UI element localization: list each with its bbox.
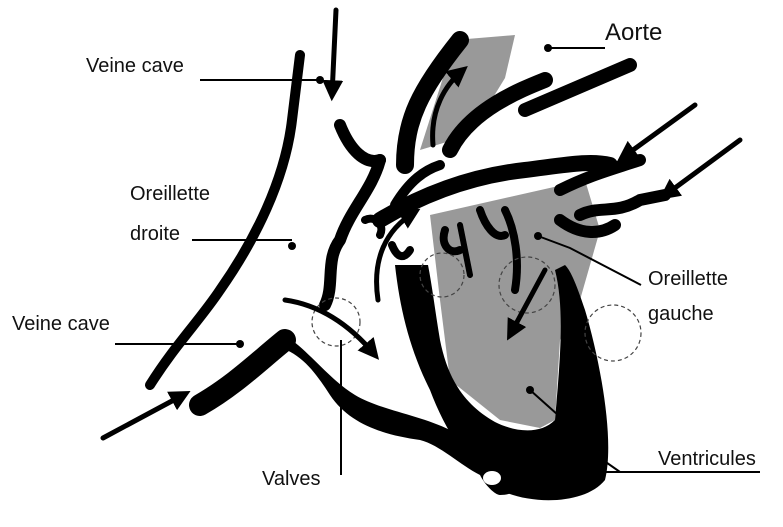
- arrow-vena-cava-top: [332, 10, 336, 95]
- label-ventricles: Ventricules: [658, 448, 756, 470]
- flow-arrows: [103, 10, 740, 438]
- arrow-pulmonary-vein-2: [664, 140, 740, 196]
- arrow-pulmonary-vein-1: [622, 105, 695, 158]
- label-valves: Valves: [262, 468, 321, 490]
- label-left-atrium-line1: Oreillette: [648, 268, 728, 290]
- label-vena-cava-bottom: Veine cave: [12, 313, 110, 335]
- label-left-atrium-line2: gauche: [648, 303, 714, 325]
- aortic-valve-marker: [585, 305, 641, 361]
- label-right-atrium-line1: Oreillette: [130, 183, 210, 205]
- label-vena-cava-top: Veine cave: [86, 55, 184, 77]
- arrow-vena-cava-bottom: [103, 394, 185, 438]
- label-aorta: Aorte: [605, 19, 662, 46]
- vena-cava-inferior-wall: [200, 340, 285, 405]
- right-atrium-wall: [150, 55, 380, 385]
- label-right-atrium-line2: droite: [130, 223, 180, 245]
